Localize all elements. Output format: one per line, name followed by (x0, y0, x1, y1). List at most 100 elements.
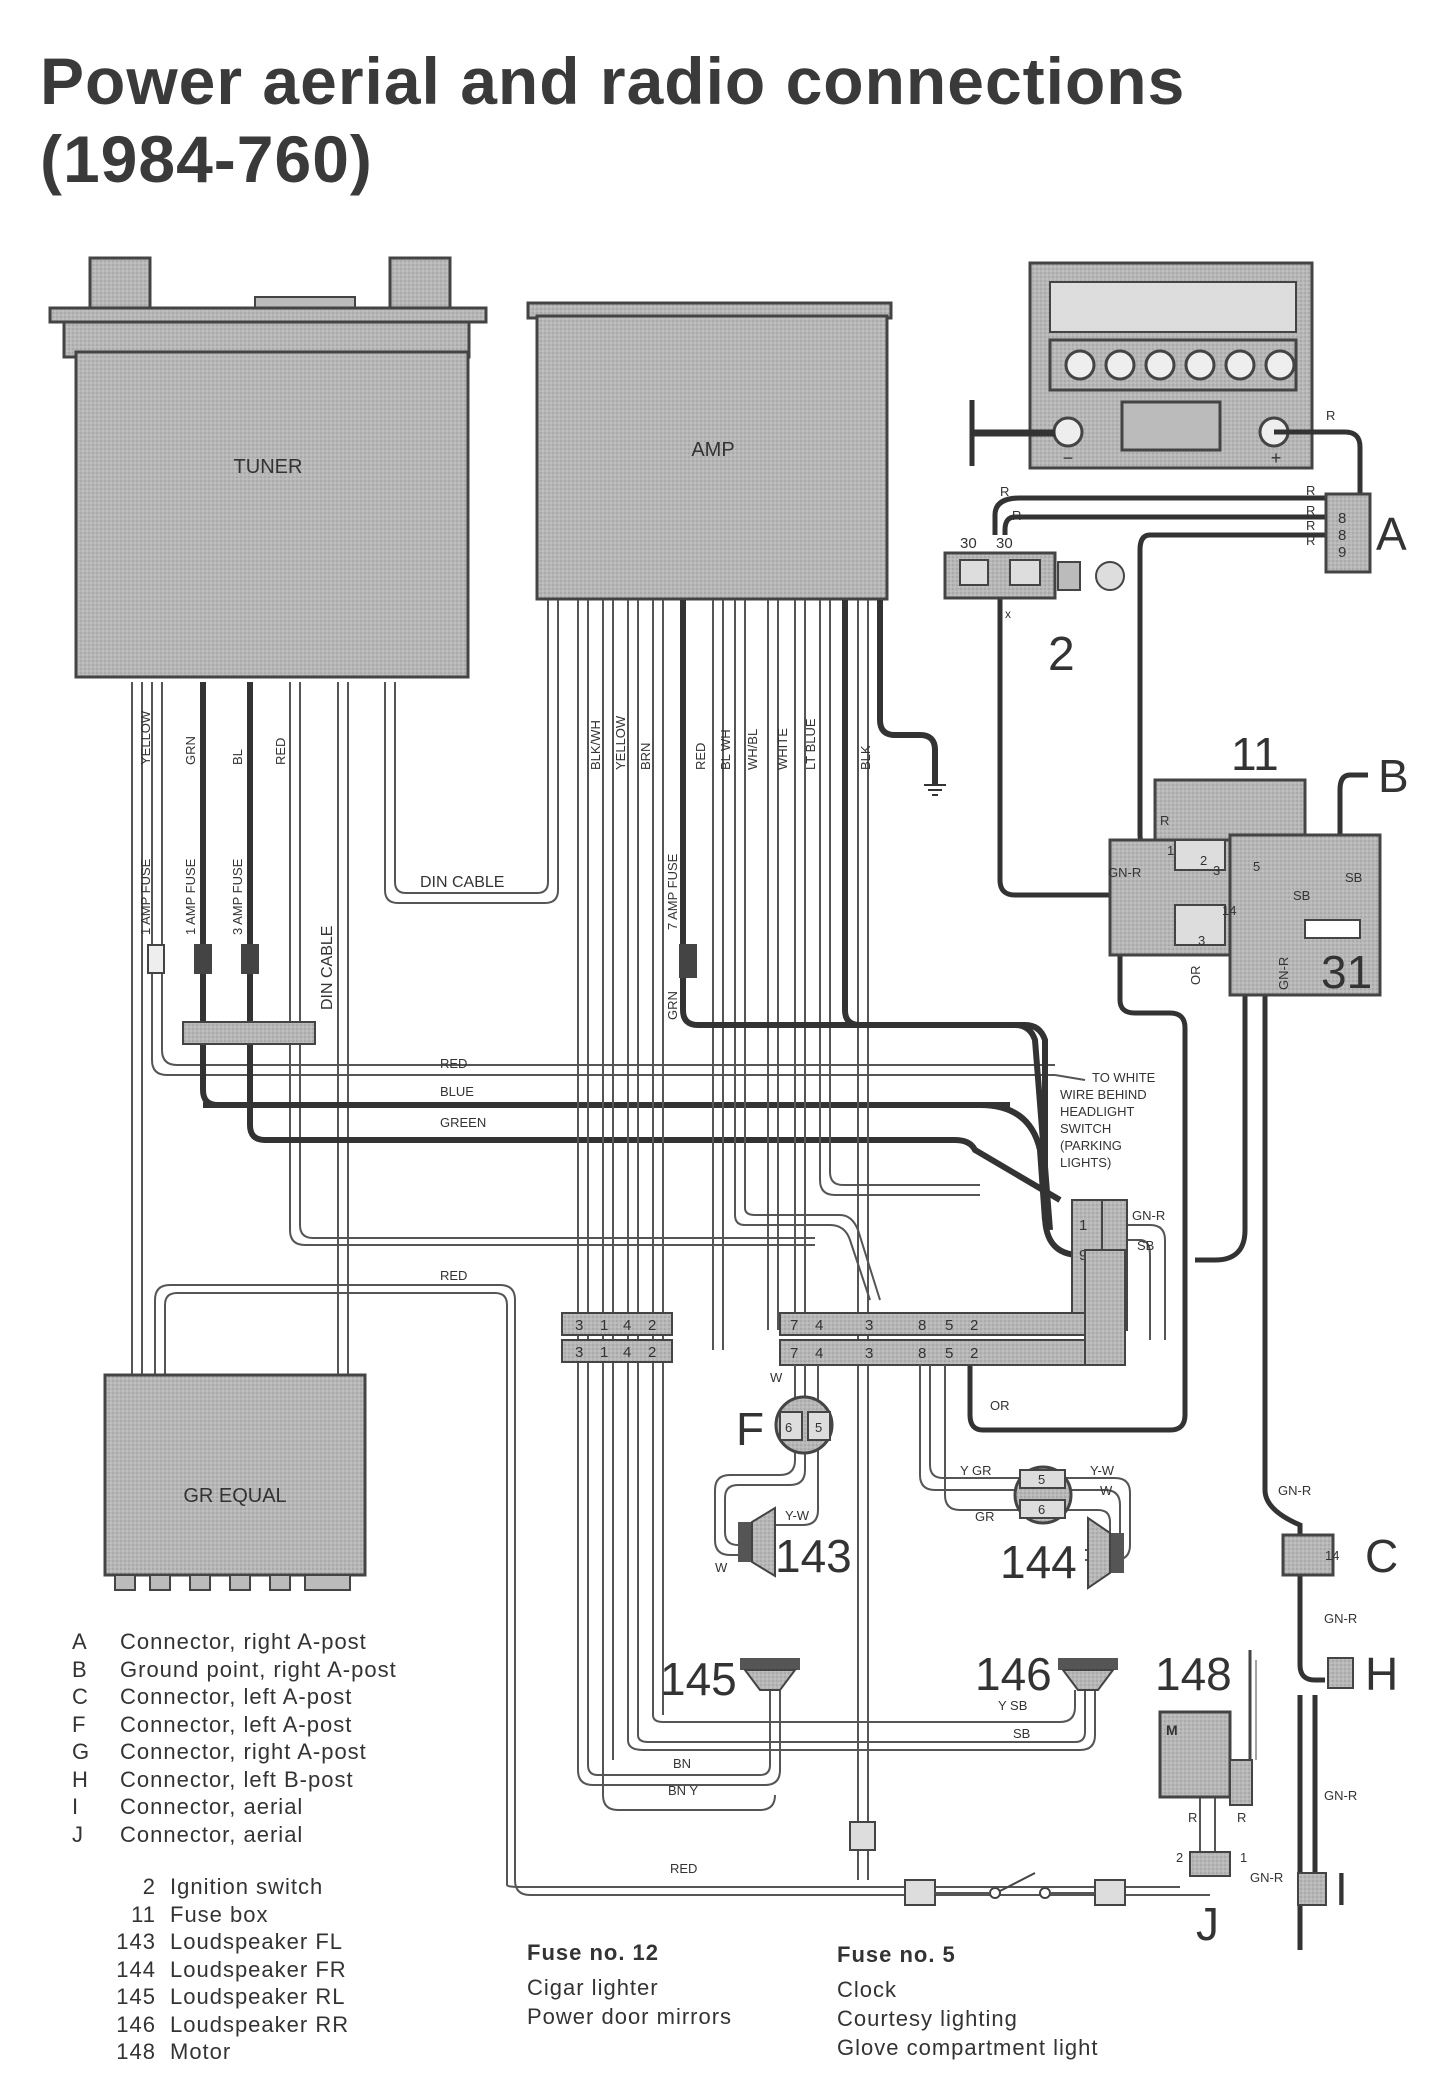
svg-text:WHITE: WHITE (775, 728, 790, 770)
svg-text:1: 1 (1240, 1850, 1247, 1865)
aerial-motor: M 148 R R (1155, 1648, 1257, 1825)
svg-text:(PARKING: (PARKING (1060, 1138, 1122, 1153)
svg-text:Y GR: Y GR (960, 1463, 992, 1478)
svg-text:9: 9 (1338, 544, 1346, 561)
svg-text:SB: SB (1013, 1726, 1030, 1741)
svg-text:R: R (1306, 483, 1315, 498)
connector-c: 14 C GN-R GN-R GN-R (1278, 1483, 1398, 1803)
diagram-title: Power aerial and radio connections (1984… (40, 42, 1340, 198)
svg-text:R: R (1326, 408, 1335, 423)
speaker-145-number: 145 (660, 1653, 737, 1705)
svg-text:GR: GR (975, 1509, 995, 1524)
svg-text:GN-R: GN-R (1132, 1208, 1165, 1223)
svg-text:3: 3 (1198, 933, 1205, 948)
terminal-x-label: x (1005, 607, 1011, 621)
amp-label: AMP (691, 439, 734, 461)
svg-text:GN-R: GN-R (1250, 1870, 1283, 1885)
svg-text:7: 7 (790, 1345, 798, 1362)
svg-text:3: 3 (865, 1345, 873, 1362)
svg-text:9: 9 (1079, 1247, 1087, 1264)
svg-text:DIN CABLE: DIN CABLE (319, 926, 336, 1010)
bottom-inline-fuses (849, 1821, 1126, 1906)
svg-text:5: 5 (1253, 859, 1260, 874)
svg-text:W: W (715, 1560, 728, 1575)
svg-text:GN-R: GN-R (1324, 1788, 1357, 1803)
fuse-5-note: Fuse no. 5 Clock Courtesy lighting Glove… (837, 1942, 1099, 2060)
loudspeaker-146: 146 Y SB SB (975, 1648, 1118, 1741)
svg-text:Y SB: Y SB (998, 1698, 1027, 1713)
connector-a-letter: A (1376, 508, 1407, 560)
svg-text:R: R (1188, 1810, 1197, 1825)
svg-text:Y-W: Y-W (785, 1508, 810, 1523)
svg-text:1: 1 (1079, 1217, 1087, 1234)
svg-text:4: 4 (623, 1344, 631, 1361)
svg-text:3: 3 (575, 1344, 583, 1361)
connector-a: 8 8 9 A R R R R R R R (1000, 408, 1407, 574)
svg-text:LT BLUE: LT BLUE (803, 718, 818, 770)
terminal-30-label: 30 (960, 535, 977, 552)
svg-text:14: 14 (1222, 903, 1236, 918)
svg-text:R: R (1306, 533, 1315, 548)
svg-text:OR: OR (990, 1398, 1010, 1413)
svg-text:BL WH: BL WH (718, 729, 733, 770)
equalizer-label: GR EQUAL (183, 1485, 286, 1507)
svg-text:1: 1 (1167, 843, 1174, 858)
fuse-box-number: 11 (1231, 728, 1279, 780)
svg-text:4: 4 (623, 1317, 631, 1334)
svg-text:SB: SB (1293, 888, 1310, 903)
bus-labels: RED BLUE GREEN RED RED (440, 1056, 697, 1876)
svg-text:4: 4 (815, 1345, 823, 1362)
svg-text:5: 5 (945, 1345, 953, 1362)
svg-text:2: 2 (970, 1345, 978, 1362)
svg-text:W: W (1100, 1483, 1113, 1498)
ignition-switch: 30 30 x 2 (943, 535, 1125, 681)
tuner-thin-wires (131, 600, 1180, 1896)
loudspeaker-145: 145 (660, 1653, 800, 1705)
connector-f: 6 5 F W (736, 1370, 834, 1455)
radio-head-unit: − + (1028, 261, 1314, 470)
tuner-thick-wires (200, 682, 1062, 1221)
svg-text:W: W (770, 1370, 783, 1385)
plus-terminal-label: + (1271, 448, 1282, 468)
svg-text:WH/BL: WH/BL (745, 729, 760, 770)
amp-thin-wires (577, 600, 980, 1850)
svg-text:LIGHTS): LIGHTS) (1060, 1155, 1111, 1170)
amp-unit: AMP (526, 301, 893, 601)
svg-text:1: 1 (600, 1344, 608, 1361)
svg-text:RED: RED (273, 738, 288, 765)
svg-text:1 AMP FUSE: 1 AMP FUSE (138, 858, 153, 935)
connector-row-right: 7 4 3 8 5 2 7 4 3 8 5 2 (779, 1249, 1126, 1366)
connector-h: H (1327, 1648, 1398, 1700)
svg-text:R: R (1237, 1810, 1246, 1825)
title-line-2: (1984-760) (40, 122, 373, 196)
svg-text:5: 5 (945, 1317, 953, 1334)
svg-text:GN-R: GN-R (1108, 865, 1141, 880)
svg-text:OR: OR (1188, 966, 1203, 986)
svg-text:BRN: BRN (638, 743, 653, 770)
speaker-146-number: 146 (975, 1648, 1052, 1700)
svg-text:WIRE BEHIND: WIRE BEHIND (1060, 1087, 1147, 1102)
connector-j-letter: J (1196, 1898, 1219, 1950)
svg-text:GRN: GRN (665, 991, 680, 1020)
svg-text:1: 1 (600, 1317, 608, 1334)
connector-c-letter: C (1365, 1530, 1398, 1582)
svg-text:BLK: BLK (858, 745, 873, 770)
svg-text:3 AMP FUSE: 3 AMP FUSE (230, 858, 245, 935)
svg-text:14: 14 (1325, 1548, 1339, 1563)
speaker-144-connector: 5 6 Y GR GR Y-W W (960, 1463, 1115, 1525)
white-wire-note: TO WHITE WIRE BEHIND HEADLIGHT SWITCH (P… (1060, 1070, 1156, 1170)
svg-text:8: 8 (1338, 510, 1346, 527)
svg-text:YELLOW: YELLOW (138, 710, 153, 765)
ground-b-letter: B (1378, 750, 1409, 802)
amp-ground-symbol (924, 784, 946, 796)
fuse-box: 1 2 3 5 14 3 11 31 R GN-R SB SB GN-R OR (1108, 728, 1382, 998)
ground-point-b: B (1378, 750, 1409, 802)
tuner-inline-fuses (147, 944, 697, 1045)
